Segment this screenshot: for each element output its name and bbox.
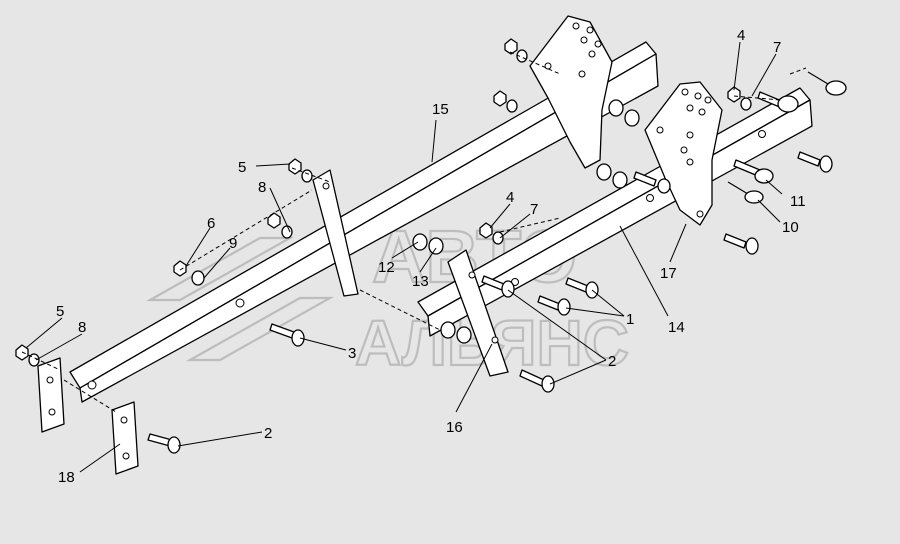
callout-17: 17 bbox=[660, 265, 677, 282]
callout-10: 10 bbox=[782, 219, 799, 236]
callout-7-top: 7 bbox=[773, 39, 781, 56]
callout-5-left: 5 bbox=[56, 303, 64, 320]
callout-7-mid: 7 bbox=[530, 201, 538, 218]
callout-12: 12 bbox=[378, 259, 395, 276]
rear-plate-upper bbox=[529, 15, 613, 169]
callout-4-top: 4 bbox=[737, 27, 745, 44]
callout-2-right: 2 bbox=[608, 353, 616, 370]
callout-18: 18 bbox=[58, 469, 75, 486]
nuts-and-washers bbox=[15, 38, 752, 367]
callout-labels: 15 4 7 5 8 6 9 4 7 12 13 11 10 17 5 8 1 … bbox=[56, 27, 806, 486]
callout-9: 9 bbox=[229, 235, 237, 252]
callout-5-mid: 5 bbox=[238, 159, 246, 176]
callout-2-left: 2 bbox=[264, 425, 272, 442]
callout-8-mid: 8 bbox=[258, 179, 266, 196]
leader-lines bbox=[25, 41, 783, 473]
callout-1: 1 bbox=[626, 311, 634, 328]
callout-4-mid: 4 bbox=[506, 189, 514, 206]
callout-11: 11 bbox=[790, 193, 806, 210]
pins bbox=[727, 71, 847, 204]
bushings bbox=[412, 99, 671, 344]
callout-6: 6 bbox=[207, 215, 215, 232]
callout-8-left: 8 bbox=[78, 319, 86, 336]
callout-15: 15 bbox=[432, 101, 449, 118]
plate-16 bbox=[447, 249, 509, 377]
long-bar-15 bbox=[69, 41, 659, 403]
callout-13: 13 bbox=[412, 273, 429, 290]
bolts bbox=[147, 151, 833, 454]
mount-plate-left bbox=[312, 169, 359, 297]
callout-14: 14 bbox=[668, 319, 685, 336]
plate-17 bbox=[644, 81, 723, 226]
callout-3: 3 bbox=[348, 345, 356, 362]
callout-16: 16 bbox=[446, 419, 463, 436]
strap-plates-18 bbox=[37, 357, 139, 475]
